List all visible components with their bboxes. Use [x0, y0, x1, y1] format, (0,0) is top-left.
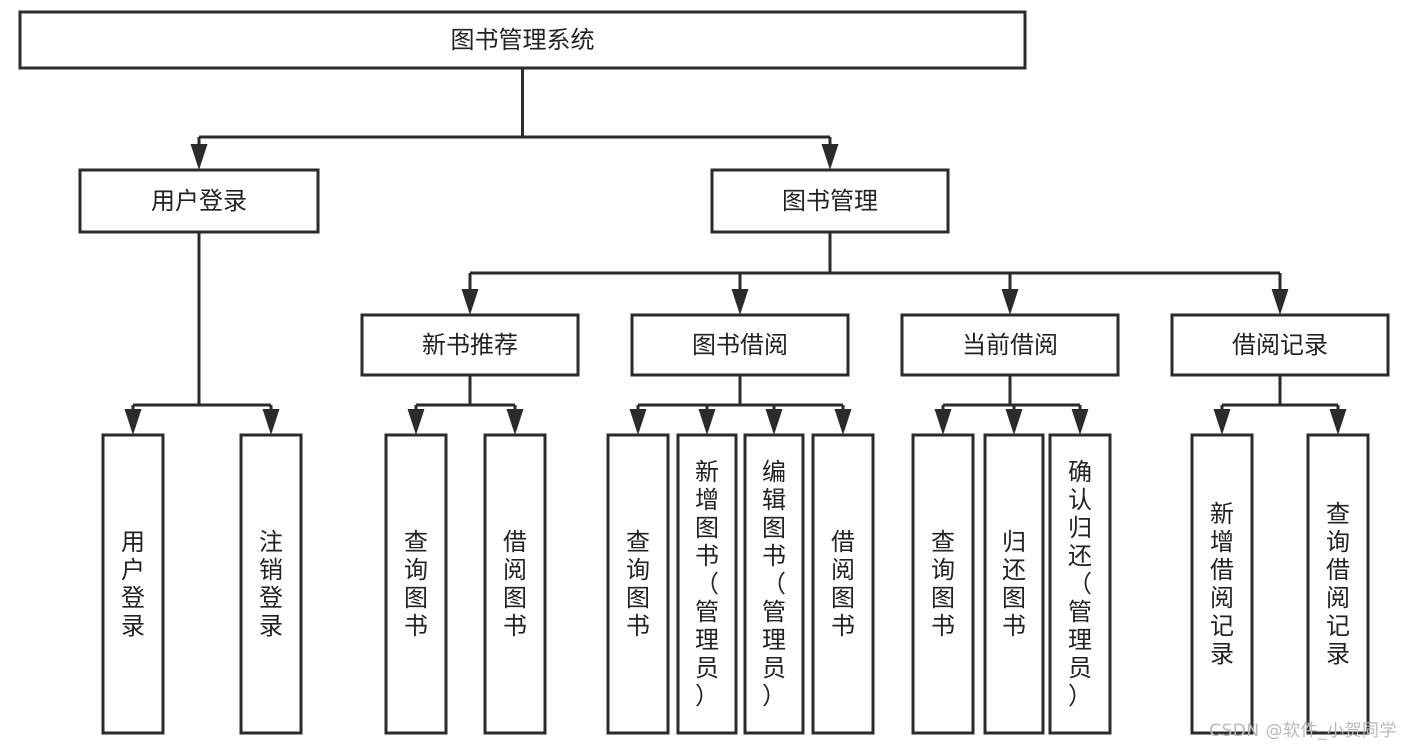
node-box[interactable]: [18, 10, 1027, 70]
node-label: 借阅图书: [831, 528, 855, 640]
node-leaf_12[interactable]: 查询借阅记录: [1306, 433, 1370, 735]
node-box[interactable]: [1190, 433, 1254, 735]
node-root[interactable]: 图书管理系统: [18, 10, 1027, 70]
node-box[interactable]: [1048, 433, 1112, 735]
node-box[interactable]: [384, 433, 448, 735]
node-leaf_3[interactable]: 借阅图书: [483, 433, 547, 735]
node-layer: 图书管理系统用户登录图书管理新书推荐图书借阅当前借阅借阅记录用户登录注销登录查询…: [18, 10, 1390, 735]
node-label: 查询图书: [404, 528, 428, 640]
node-leaf_8[interactable]: 查询图书: [911, 433, 975, 735]
node-label: 确认归还（管理员）: [1068, 458, 1092, 710]
arrow-head-icon: [124, 409, 142, 435]
node-l3_0[interactable]: 新书推荐: [360, 313, 580, 377]
arrow-head-icon: [1213, 409, 1231, 435]
arrow-head-icon: [731, 289, 749, 315]
node-label: 用户登录: [151, 187, 247, 215]
watermark-text: CSDN @软件_小贺同学: [1209, 721, 1397, 741]
arrow-head-icon: [765, 409, 783, 435]
arrow-head-icon: [934, 409, 952, 435]
node-label: 新增图书（管理员）: [695, 458, 719, 710]
node-leaf_11[interactable]: 新增借阅记录: [1190, 433, 1254, 735]
node-label: 编辑图书（管理员）: [762, 458, 786, 710]
node-l3_1[interactable]: 图书借阅: [630, 313, 850, 377]
node-l3_2[interactable]: 当前借阅: [900, 313, 1120, 377]
node-leaf_9[interactable]: 归还图书: [983, 433, 1045, 735]
node-box[interactable]: [676, 433, 738, 735]
node-box[interactable]: [710, 168, 950, 234]
node-leaf_4[interactable]: 查询图书: [606, 433, 670, 735]
arrow-head-icon: [506, 409, 524, 435]
node-leaf_5[interactable]: 新增图书（管理员）: [676, 433, 738, 735]
arrow-head-icon: [262, 409, 280, 435]
node-l2_0[interactable]: 用户登录: [78, 168, 320, 234]
node-box[interactable]: [101, 433, 165, 735]
node-label: 查询图书: [626, 528, 650, 640]
node-label: 借阅记录: [1232, 331, 1328, 359]
node-label: 新书推荐: [422, 331, 518, 359]
arrow-head-icon: [834, 409, 852, 435]
node-box[interactable]: [483, 433, 547, 735]
node-leaf_7[interactable]: 借阅图书: [811, 433, 875, 735]
node-box[interactable]: [743, 433, 805, 735]
arrow-head-icon: [698, 409, 716, 435]
node-leaf_6[interactable]: 编辑图书（管理员）: [743, 433, 805, 735]
node-box[interactable]: [630, 313, 850, 377]
arrow-head-icon: [1271, 289, 1289, 315]
edge-layer: [124, 68, 1347, 435]
node-box[interactable]: [1170, 313, 1390, 377]
node-leaf_10[interactable]: 确认归还（管理员）: [1048, 433, 1112, 735]
node-label: 当前借阅: [962, 331, 1058, 359]
arrow-head-icon: [407, 409, 425, 435]
node-label: 注销登录: [259, 528, 283, 640]
arrow-head-icon: [821, 144, 839, 170]
node-box[interactable]: [900, 313, 1120, 377]
arrow-head-icon: [190, 144, 208, 170]
arrow-head-icon: [629, 409, 647, 435]
node-box[interactable]: [983, 433, 1045, 735]
node-box[interactable]: [1306, 433, 1370, 735]
arrow-head-icon: [461, 289, 479, 315]
node-label: 图书管理: [782, 187, 878, 215]
node-label: 查询借阅记录: [1326, 500, 1350, 668]
node-box[interactable]: [811, 433, 875, 735]
node-box[interactable]: [360, 313, 580, 377]
node-label: 借阅图书: [503, 528, 527, 640]
arrow-head-icon: [1329, 409, 1347, 435]
node-box[interactable]: [606, 433, 670, 735]
node-l2_1[interactable]: 图书管理: [710, 168, 950, 234]
arrow-head-icon: [1001, 289, 1019, 315]
node-label: 新增借阅记录: [1210, 500, 1234, 668]
node-leaf_0[interactable]: 用户登录: [101, 433, 165, 735]
node-box[interactable]: [78, 168, 320, 234]
arrow-head-icon: [1071, 409, 1089, 435]
node-leaf_2[interactable]: 查询图书: [384, 433, 448, 735]
node-l3_3[interactable]: 借阅记录: [1170, 313, 1390, 377]
node-label: 图书借阅: [692, 331, 788, 359]
node-leaf_1[interactable]: 注销登录: [239, 433, 303, 735]
node-box[interactable]: [911, 433, 975, 735]
node-label: 归还图书: [1002, 528, 1026, 640]
node-label: 查询图书: [931, 528, 955, 640]
arrow-head-icon: [1005, 409, 1023, 435]
node-label: 图书管理系统: [451, 26, 595, 54]
node-box[interactable]: [239, 433, 303, 735]
node-label: 用户登录: [121, 528, 145, 640]
